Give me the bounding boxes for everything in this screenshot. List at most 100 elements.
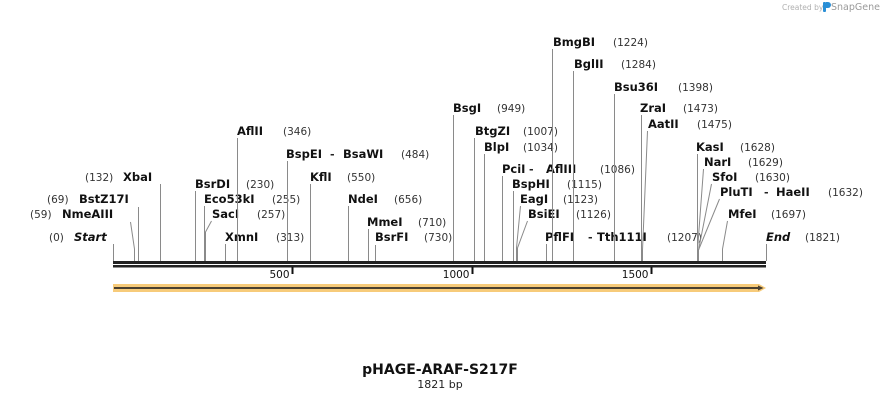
enzyme-name[interactable]: MmeI bbox=[367, 215, 403, 229]
enzyme-name[interactable]: KasI bbox=[696, 140, 724, 154]
enzyme-name[interactable]: NarI bbox=[704, 155, 731, 169]
site-connector-line bbox=[697, 168, 704, 261]
enzyme-name[interactable]: BmgBI bbox=[553, 35, 595, 49]
enzyme-name[interactable]: PciI bbox=[502, 162, 525, 176]
enzyme-position: (656) bbox=[394, 194, 422, 206]
enzyme-position: (1630) bbox=[755, 172, 790, 184]
enzyme-name[interactable]: BsrDI bbox=[195, 177, 230, 191]
enzyme-name[interactable]: Start bbox=[74, 230, 107, 244]
tick-mark bbox=[291, 267, 294, 274]
site-kasi[interactable]: KasI (1628) bbox=[696, 140, 775, 261]
site-aflii[interactable]: AflII (346) bbox=[237, 124, 311, 261]
site-bstz17i[interactable]: BstZ17I (69) bbox=[47, 192, 139, 261]
site-nari[interactable]: NarI(1629) bbox=[697, 155, 783, 261]
enzyme-name[interactable]: MfeI bbox=[728, 207, 757, 221]
enzyme-name[interactable]: BsiEI bbox=[528, 207, 560, 221]
enzyme-name[interactable]: NdeI bbox=[348, 192, 378, 206]
enzyme-position: (69) bbox=[47, 194, 69, 206]
site-xmni[interactable]: XmnI(313) bbox=[225, 230, 304, 261]
site-aatii[interactable]: AatII (1475) bbox=[642, 117, 732, 261]
enzyme-name[interactable]: NmeAIII bbox=[62, 207, 113, 221]
enzyme-position: (346) bbox=[283, 126, 311, 138]
tick-label: 1500 bbox=[622, 269, 649, 281]
site-pflfi[interactable]: PflFI-Tth111I(1207) bbox=[545, 230, 702, 261]
enzyme-name-secondary[interactable]: AflIII bbox=[546, 162, 576, 176]
enzyme-name[interactable]: AatII bbox=[648, 117, 679, 131]
site-ndei[interactable]: NdeI (656) bbox=[348, 192, 422, 261]
enzyme-name[interactable]: KflI bbox=[310, 170, 332, 184]
enzyme-name[interactable]: XbaI bbox=[123, 170, 152, 184]
enzyme-position: (1628) bbox=[740, 142, 775, 154]
enzyme-name[interactable]: Bsu36I bbox=[614, 80, 658, 94]
enzyme-name[interactable]: BspHI bbox=[512, 177, 550, 191]
site-saci[interactable]: SacI(257) bbox=[205, 207, 286, 261]
backbone-top-strand bbox=[113, 261, 766, 264]
enzyme-name[interactable]: ZraI bbox=[640, 101, 666, 115]
site-bsrdi[interactable]: BsrDI (230) bbox=[195, 177, 274, 261]
enzyme-name[interactable]: BglII bbox=[574, 57, 604, 71]
enzyme-name[interactable]: BtgZI bbox=[475, 124, 510, 138]
enzyme-name[interactable]: EagI bbox=[520, 192, 548, 206]
enzyme-name[interactable]: PflFI bbox=[545, 230, 574, 244]
enzyme-name[interactable]: BlpI bbox=[484, 140, 509, 154]
enzyme-position: (1473) bbox=[683, 103, 718, 115]
enzyme-name[interactable]: BsrFI bbox=[375, 230, 408, 244]
enzyme-position: (1126) bbox=[576, 209, 611, 221]
enzyme-name[interactable]: PluTI bbox=[720, 185, 753, 199]
site-connector-line bbox=[698, 198, 720, 261]
site-kfli[interactable]: KflI(550) bbox=[310, 170, 375, 261]
site-bsu36i[interactable]: Bsu36I(1398) bbox=[614, 80, 713, 261]
site-bglii[interactable]: BglII(1284) bbox=[573, 57, 656, 261]
backbone-bottom-strand bbox=[113, 265, 766, 268]
site-bsiei[interactable]: BsiEI (1126) bbox=[517, 207, 611, 261]
enzyme-name-secondary[interactable]: BsaWI bbox=[343, 147, 383, 161]
site-bspei[interactable]: BspEI-BsaWI (484) bbox=[286, 147, 429, 261]
site-zrai[interactable]: ZraI (1473) bbox=[640, 101, 718, 261]
enzyme-name[interactable]: XmnI bbox=[225, 230, 258, 244]
enzyme-position: (255) bbox=[272, 194, 300, 206]
site-eco53ki[interactable]: Eco53kI (255) bbox=[204, 192, 300, 261]
feature-arrow-head-icon bbox=[758, 285, 764, 291]
watermark-brand: SnapGene bbox=[831, 2, 880, 13]
site-blpi[interactable]: BlpI(1034) bbox=[484, 140, 558, 261]
site-bmgbi[interactable]: BmgBI (1224) bbox=[552, 35, 648, 261]
enzyme-name[interactable]: BsgI bbox=[453, 101, 481, 115]
site-connector-line bbox=[516, 205, 521, 261]
enzyme-position: (1821) bbox=[805, 232, 840, 244]
enzyme-position: (484) bbox=[401, 149, 429, 161]
site-connector-line bbox=[642, 130, 648, 261]
enzyme-position: (1475) bbox=[697, 119, 732, 131]
site-bsphi[interactable]: BspHI(1115) bbox=[512, 177, 602, 261]
enzyme-position: (1224) bbox=[613, 37, 648, 49]
site-nmeaiii[interactable]: NmeAIII(59) bbox=[30, 207, 135, 261]
site-bsgi[interactable]: BsgI(949) bbox=[453, 101, 525, 261]
site-mfei[interactable]: MfeI(1697) bbox=[722, 207, 806, 261]
enzyme-name[interactable]: AflII bbox=[237, 124, 263, 138]
enzyme-name[interactable]: SacI bbox=[212, 207, 239, 221]
site-connector-line bbox=[517, 220, 528, 261]
enzyme-name[interactable]: End bbox=[766, 230, 791, 244]
enzyme-name[interactable]: BspEI bbox=[286, 147, 322, 161]
site-pluti[interactable]: PluTI-HaeII(1632) bbox=[698, 185, 863, 261]
enzyme-separator: - bbox=[588, 231, 593, 244]
site-btgzi[interactable]: BtgZI(1007) bbox=[474, 124, 558, 261]
feature-arrow[interactable] bbox=[113, 284, 766, 292]
tick-label: 500 bbox=[269, 269, 289, 281]
enzyme-position: (1632) bbox=[828, 187, 863, 199]
site-start[interactable]: Start(0) bbox=[49, 230, 114, 261]
enzyme-position: (230) bbox=[246, 179, 274, 191]
enzyme-separator: - bbox=[330, 148, 335, 161]
enzyme-name-secondary[interactable]: Tth111I bbox=[597, 230, 647, 244]
site-pcii[interactable]: PciI-AflIII(1086) bbox=[502, 162, 635, 261]
site-xbai[interactable]: XbaI(132) bbox=[85, 170, 161, 261]
enzyme-name[interactable]: SfoI bbox=[712, 170, 737, 184]
enzyme-name-secondary[interactable]: HaeII bbox=[776, 185, 810, 199]
enzyme-name[interactable]: BstZ17I bbox=[79, 192, 129, 206]
site-end[interactable]: End (1821) bbox=[766, 230, 840, 261]
site-eagi[interactable]: EagI(1123) bbox=[516, 192, 598, 261]
enzyme-name[interactable]: Eco53kI bbox=[204, 192, 255, 206]
site-bsrfi[interactable]: BsrFI(730) bbox=[375, 230, 452, 261]
site-mmei[interactable]: MmeI(710) bbox=[367, 215, 446, 261]
